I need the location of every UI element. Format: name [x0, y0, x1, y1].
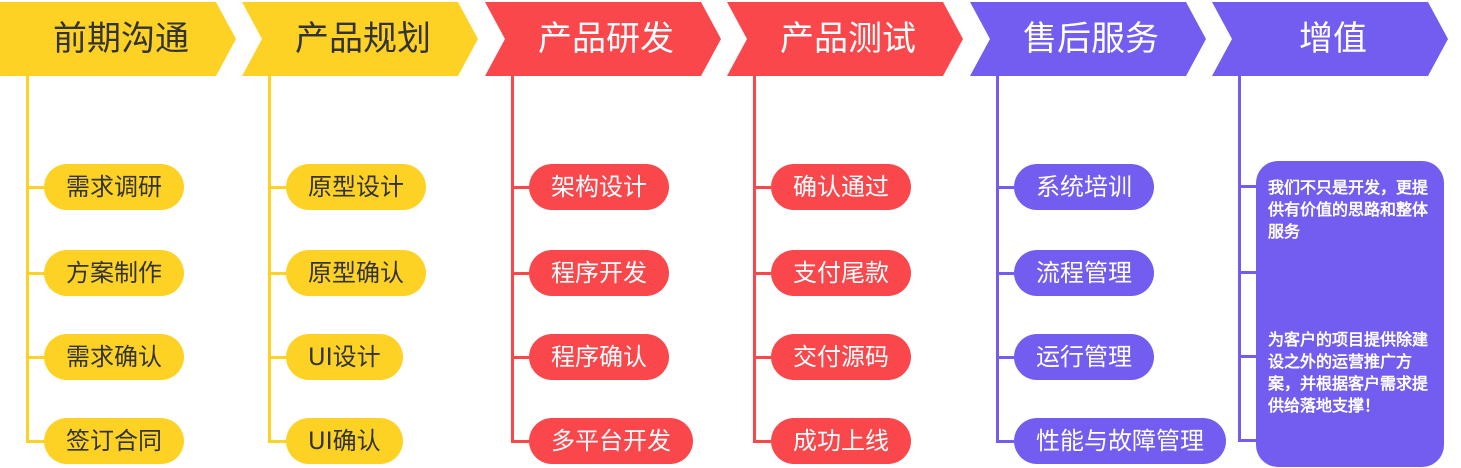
stage-item: UI确认	[286, 418, 403, 464]
stage-title: 售后服务	[1023, 19, 1159, 59]
stage-arrow: 增值	[1212, 2, 1461, 76]
stage-item: 确认通过	[771, 164, 911, 210]
stage-title: 产品测试	[780, 19, 916, 59]
chevron-arrow-fill	[1212, 2, 1448, 76]
chevron-arrow-shape	[727, 2, 963, 76]
stage-tick	[511, 186, 529, 189]
stage-item: 运行管理	[1014, 334, 1154, 380]
stage-tick	[26, 440, 44, 443]
stage-tick	[753, 186, 771, 189]
stage-tick	[511, 440, 529, 443]
chevron-arrow-fill	[242, 2, 478, 76]
stage-tick	[26, 272, 44, 275]
stage-tick	[753, 440, 771, 443]
stage-item: 原型确认	[286, 250, 426, 296]
chevron-arrow-shape	[970, 2, 1206, 76]
chevron-arrow-shape	[1212, 2, 1448, 76]
stage-title: 增值	[1299, 19, 1367, 59]
chevron-arrow-shape	[485, 2, 721, 76]
stage-tick	[1238, 185, 1256, 188]
stage-tick	[511, 356, 529, 359]
stage-item: 多平台开发	[529, 418, 693, 464]
stage-arrow: 产品规划	[242, 2, 494, 76]
stage-item: 需求调研	[44, 164, 184, 210]
stage-tick	[1238, 439, 1256, 442]
stage-item: 架构设计	[529, 164, 669, 210]
stage-item: 程序开发	[529, 250, 669, 296]
stage-item: 支付尾款	[771, 250, 911, 296]
stage-tick	[753, 356, 771, 359]
stage-item: 方案制作	[44, 250, 184, 296]
stage-tick	[268, 272, 286, 275]
stage-tick	[996, 272, 1014, 275]
stage-2: 产品规划原型设计原型确认 UI设计 UI确认	[242, 0, 478, 468]
stage-tick	[996, 186, 1014, 189]
stage-title: 前期沟通	[53, 19, 189, 59]
stage-item: 系统培训	[1014, 164, 1154, 210]
stage-arrow: 产品测试	[727, 2, 979, 76]
stage-timeline-line	[1238, 76, 1241, 442]
stage-item: 原型设计	[286, 164, 426, 210]
stage-item: 签订合同	[44, 418, 184, 464]
chevron-arrow-fill	[0, 2, 236, 76]
stage-arrow: 前期沟通	[0, 2, 252, 76]
stage-4: 产品测试确认通过支付尾款交付源码成功上线	[727, 0, 963, 468]
chevron-arrow-shape	[242, 2, 478, 76]
stage-tick	[268, 440, 286, 443]
stage-tick	[1238, 355, 1256, 358]
stage-timeline-line	[268, 76, 271, 442]
stage-arrow: 售后服务	[970, 2, 1222, 76]
stage-item: UI设计	[286, 334, 403, 380]
stage-tick	[268, 356, 286, 359]
stage-arrow: 产品研发	[485, 2, 737, 76]
stage-1: 前期沟通需求调研方案制作需求确认签订合同	[0, 0, 236, 468]
stage-title: 产品研发	[538, 19, 674, 59]
stage-item: 流程管理	[1014, 250, 1154, 296]
value-card-text-2: 为客户的项目提供除建设之外的运营推广方案，并根据客户需求提供给落地支撑！	[1268, 330, 1429, 415]
stage-item: 需求确认	[44, 334, 184, 380]
stage-item: 交付源码	[771, 334, 911, 380]
stage-tick	[996, 440, 1014, 443]
stage-timeline-line	[511, 76, 514, 442]
stage-tick	[26, 356, 44, 359]
chevron-arrow-fill	[727, 2, 963, 76]
value-card-text-1: 我们不只是开发，更提供有价值的思路和整体服务	[1268, 178, 1429, 241]
chevron-arrow-fill	[970, 2, 1206, 76]
stage-timeline-line	[753, 76, 756, 442]
stage-3: 产品研发架构设计程序开发程序确认多平台开发	[485, 0, 721, 468]
stage-tick	[26, 186, 44, 189]
stage-tick	[996, 356, 1014, 359]
stage-item: 成功上线	[771, 418, 911, 464]
stage-timeline-line	[996, 76, 999, 442]
stage-tick	[511, 272, 529, 275]
chevron-arrow-fill	[485, 2, 721, 76]
stage-timeline-line	[26, 76, 29, 442]
value-added-card: 我们不只是开发，更提供有价值的思路和整体服务为客户的项目提供除建设之外的运营推广…	[1256, 161, 1444, 467]
stage-item: 性能与故障管理	[1014, 418, 1226, 464]
stage-tick	[1238, 271, 1256, 274]
stage-title: 产品规划	[295, 19, 431, 59]
chevron-arrow-shape	[0, 2, 236, 76]
stage-tick	[268, 186, 286, 189]
stage-6: 增值	[1212, 0, 1448, 468]
stage-item: 程序确认	[529, 334, 669, 380]
stage-tick	[753, 272, 771, 275]
stage-5: 售后服务系统培训流程管理运行管理性能与故障管理	[970, 0, 1226, 468]
